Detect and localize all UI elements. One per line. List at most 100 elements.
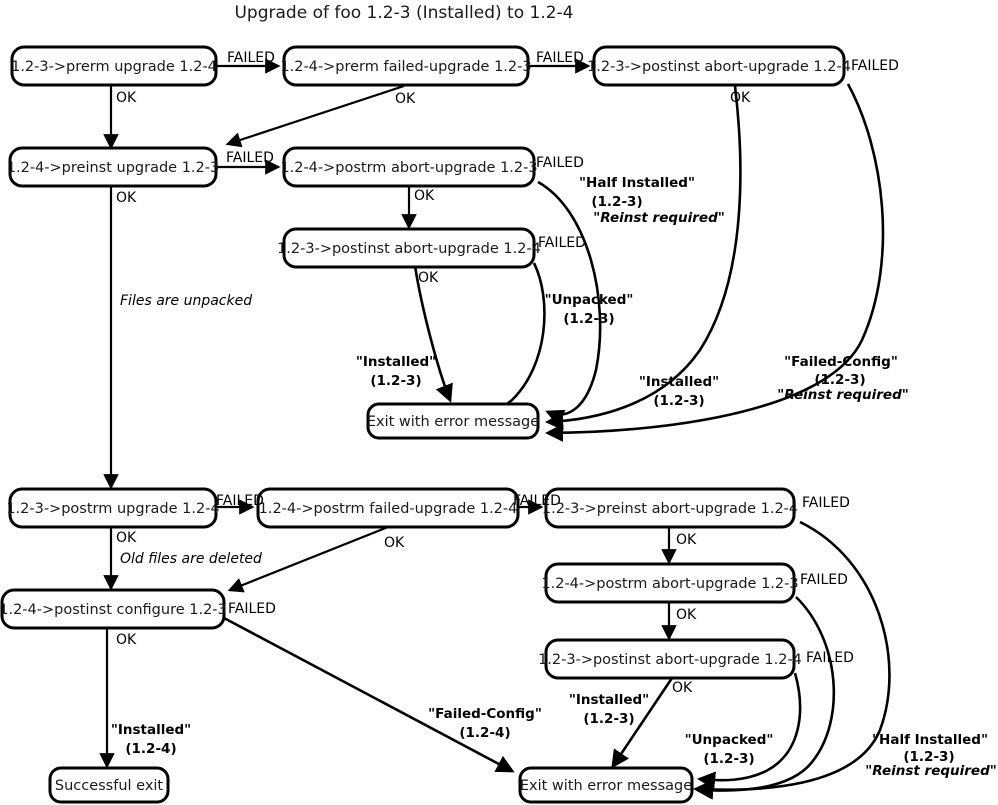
node-label: 1.2-3->preinst abort-upgrade 1.2-4 [542,501,798,517]
node-exit-error-top[interactable]: Exit with error message [366,402,540,440]
node-postinst-abort-upgrade-top[interactable]: 1.2-3->postinst abort-upgrade 1.2-4 [587,45,851,87]
edge-label-n1-n4: OK [116,90,137,106]
edge-label-n8-n9: FAILED [216,493,264,509]
node-label: Successful exit [55,778,164,794]
node-label: 1.2-4->postrm abort-upgrade 1.2-3 [541,576,798,592]
edge-n12-failed-exit [694,596,836,800]
node-label: 1.2-4->postrm failed-upgrade 1.2-4 [259,501,518,517]
state-half-installed-bottom: "Half Installed" (1.2-3) "Reinst require… [865,732,997,779]
node-box [518,766,694,804]
state-installed-success: "Installed" (1.2-4) [111,722,191,757]
node-box [282,45,530,87]
state-line-2: (1.2-4) [125,741,176,757]
state-line-1: "Half Installed" [872,732,988,748]
edge-n9-n11 [227,525,389,593]
node-postrm-failed-upgrade[interactable]: 1.2-4->postrm failed-upgrade 1.2-4 [256,487,520,529]
node-successful-exit[interactable]: Successful exit [48,766,170,804]
edge-n13-failed-exit [696,672,802,790]
node-box [544,562,796,604]
node-box [544,638,796,680]
edge-label-n11-failed: FAILED [228,601,276,617]
node-box [544,487,796,529]
note-old-files-deleted: Old files are deleted [120,551,262,567]
edge-label-n4-n5: FAILED [226,150,274,166]
state-installed-right-top: "Installed" (1.2-3) [639,374,719,409]
edge-label-n8-n11: OK [116,530,137,546]
state-failed-config-top: "Failed-Config" (1.2-3) "Reinst required… [777,354,909,403]
state-line-1: "Installed" [356,354,436,370]
node-preinst-upgrade[interactable]: 1.2-4->preinst upgrade 1.2-3 [7,146,219,188]
state-line-1: "Failed-Config" [784,354,898,370]
edge-label-n2-n4: OK [395,91,416,107]
edge-n3-failed-exit [544,83,885,442]
node-box [48,766,170,804]
node-label: Exit with error message [367,414,539,430]
edge-label-n5-ok: OK [414,188,435,204]
edge-n2-n4 [225,84,405,148]
node-label: 1.2-4->prerm failed-upgrade 1.2-3 [280,59,531,75]
state-line-2: (1.2-3) [563,311,614,327]
node-postinst-abort-upgrade-mid[interactable]: 1.2-3->postinst abort-upgrade 1.2-4 [277,227,541,269]
node-prerm-upgrade[interactable]: 1.2-3->prerm upgrade 1.2-4 [10,45,218,87]
edge-label-n5-failed: FAILED [536,155,584,171]
state-failed-config-bottom: "Failed-Config" (1.2-4) [428,706,542,741]
node-label: 1.2-3->postinst abort-upgrade 1.2-4 [587,59,851,75]
node-postrm-abort-upgrade-bot[interactable]: 1.2-4->postrm abort-upgrade 1.2-3 [541,562,799,604]
state-line-1: "Installed" [639,374,719,390]
edge-label-n10-n12: OK [676,532,697,548]
node-box [282,227,536,269]
node-label: Exit with error message [520,778,692,794]
state-line-1: "Installed" [569,692,649,708]
node-postrm-upgrade[interactable]: 1.2-3->postrm upgrade 1.2-4 [6,487,220,529]
note-files-unpacked: Files are unpacked [120,293,252,309]
edge-label-n13-failed: FAILED [806,650,854,666]
state-line-1: "Unpacked" [685,732,774,748]
node-postinst-configure[interactable]: 1.2-4->postinst configure 1.2-3 [0,588,227,630]
node-box [10,45,218,87]
edge-label-n6-ok: OK [418,270,439,286]
page-title: Upgrade of foo 1.2-3 (Installed) to 1.2-… [234,3,573,23]
edge-label-n11-ok: OK [116,632,137,648]
edge-n10-failed-exit [692,520,891,799]
edge-n5-failed-exit [537,180,602,427]
node-label: 1.2-4->postrm abort-upgrade 1.2-3 [280,160,537,176]
edge-n3-ok-exit [544,85,742,431]
edge-label-n1-n2: FAILED [227,50,275,66]
edge-label-n9-ok: OK [384,535,405,551]
edge-label-n6-failed: FAILED [538,235,586,251]
edge-label-n13-ok: OK [672,680,693,696]
state-line-3: "Reinst required" [777,387,909,403]
state-line-2: (1.2-4) [459,725,510,741]
node-box [256,487,520,529]
state-installed-bottom: "Installed" (1.2-3) [569,692,649,727]
state-line-2: (1.2-3) [591,194,642,210]
state-line-2: (1.2-3) [814,372,865,388]
node-box [366,402,540,440]
edge-n6-failed-exit [458,262,546,428]
state-line-2: (1.2-3) [583,711,634,727]
edge-label-n12-failed: FAILED [800,572,848,588]
node-box [592,45,846,87]
edge-label-n10-failed: FAILED [802,495,850,511]
node-label: 1.2-3->prerm upgrade 1.2-4 [11,59,217,75]
state-line-3: "Reinst required" [593,210,725,226]
state-line-1: "Unpacked" [545,292,634,308]
node-preinst-abort-upgrade[interactable]: 1.2-3->preinst abort-upgrade 1.2-4 [542,487,798,529]
edge-label-n12-n13: OK [676,607,697,623]
edge-label-n9-n10: FAILED [513,493,561,509]
node-postrm-abort-upgrade-top[interactable]: 1.2-4->postrm abort-upgrade 1.2-3 [280,146,538,188]
edge-label-n2-n3: FAILED [536,50,584,66]
edge-n13-ok-exit [611,677,674,769]
state-unpacked-bottom: "Unpacked" (1.2-3) [685,732,774,767]
node-postinst-abort-upgrade-bot[interactable]: 1.2-3->postinst abort-upgrade 1.2-4 [538,638,802,680]
node-prerm-failed-upgrade[interactable]: 1.2-4->prerm failed-upgrade 1.2-3 [280,45,532,87]
edge-label-n4-n8: OK [116,190,137,206]
edge-n11-failed-exit [223,616,515,773]
state-line-2: (1.2-3) [370,373,421,389]
edge-label-n3-failed: FAILED [851,58,899,74]
node-box [8,487,218,529]
node-exit-error-bottom[interactable]: Exit with error message [518,766,694,804]
state-line-2: (1.2-3) [703,751,754,767]
state-line-2: (1.2-3) [653,393,704,409]
